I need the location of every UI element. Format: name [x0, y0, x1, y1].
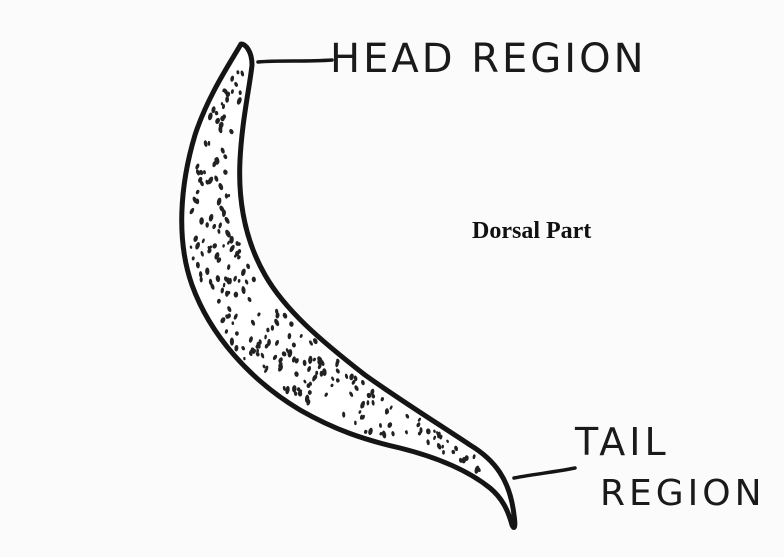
- tail-leader-line: [514, 468, 575, 478]
- head-leader-line: [258, 60, 332, 62]
- head-region-label: HEAD REGION: [330, 36, 647, 82]
- stipple-dot: [271, 325, 274, 331]
- tail-region-label-line1: TAIL: [574, 420, 670, 464]
- worm-body: [182, 44, 515, 528]
- tail-region-label-line2: REGION: [600, 473, 766, 514]
- dorsal-part-label: Dorsal Part: [472, 218, 591, 244]
